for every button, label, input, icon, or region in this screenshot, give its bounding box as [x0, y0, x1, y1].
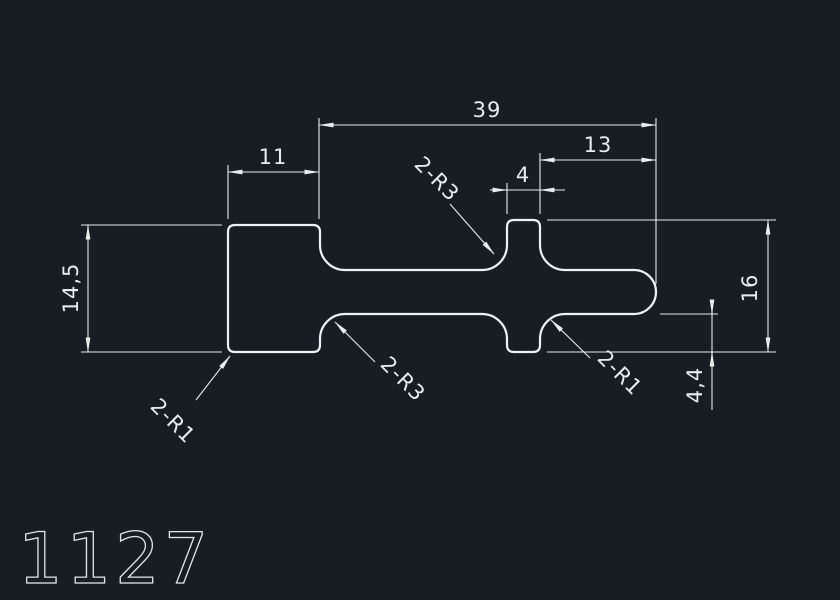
leader-r3-bottom: 2-R3: [334, 321, 430, 406]
dim-right-segment: 13: [539, 133, 657, 163]
dim-total-width: 39: [318, 98, 657, 128]
leader-r3-top: 2-R3: [410, 152, 495, 255]
leader-r3-top-text: 2-R3: [410, 152, 464, 206]
dim-total-width-text: 39: [473, 98, 502, 122]
dim-stub-width-text: 4: [516, 163, 530, 187]
dim-total-height-text: 16: [738, 274, 762, 303]
extension-lines: [81, 118, 776, 353]
profile-outline: [226, 218, 658, 354]
dim-total-height: 16: [738, 219, 771, 353]
dim-bottom-stub-height: 4,4: [683, 299, 715, 410]
dim-left-block-width-text: 11: [259, 145, 288, 169]
dim-stub-width: 4: [490, 163, 565, 193]
drawing-number: 1127: [18, 518, 212, 600]
leader-r3-bottom-text: 2-R3: [376, 352, 430, 406]
leader-r1-right: 2-R1: [550, 319, 647, 400]
dim-left-block-width: 11: [227, 145, 320, 175]
leader-r1-left-text: 2-R1: [146, 394, 200, 448]
dim-left-block-height: 14,5: [59, 224, 91, 353]
dim-right-segment-text: 13: [584, 133, 613, 157]
dim-left-block-height-text: 14,5: [59, 263, 83, 314]
leader-r1-left: 2-R1: [146, 355, 231, 448]
leader-r1-right-text: 2-R1: [593, 346, 647, 400]
dim-bottom-stub-height-text: 4,4: [683, 367, 707, 403]
